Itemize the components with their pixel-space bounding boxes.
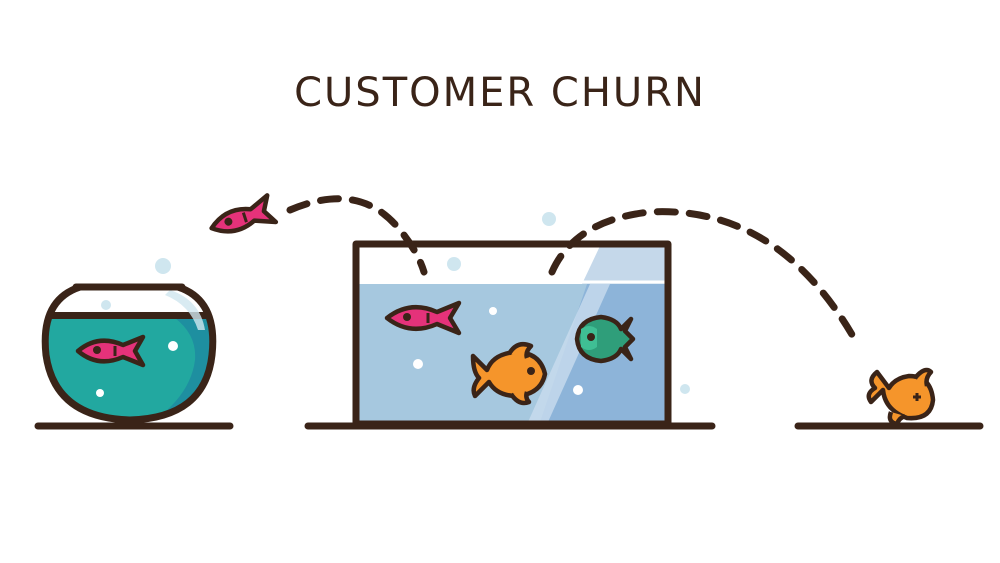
bubble (542, 212, 556, 226)
bubble (101, 300, 111, 310)
pink-fish-icon (209, 193, 279, 234)
orange-fish-icon (470, 342, 548, 406)
page-title: CUSTOMER CHURN (294, 70, 706, 116)
bubble (413, 359, 423, 369)
pink-fish-icon (384, 300, 462, 336)
bubble (155, 258, 171, 274)
jump-path-dashes (286, 195, 862, 349)
bubble (680, 384, 690, 394)
bubble (573, 385, 583, 395)
jump-path-in (286, 195, 428, 276)
green-fish-icon (574, 314, 636, 364)
jump-path-out (548, 208, 862, 349)
fishbowl-icon (41, 258, 217, 424)
fish-tank-icon (352, 212, 690, 428)
bubble (96, 389, 104, 397)
pink-fish-icon (75, 334, 146, 368)
dead-fish-icon (866, 367, 936, 427)
bubble (168, 341, 178, 351)
bubble (489, 307, 497, 315)
bubble (447, 257, 461, 271)
